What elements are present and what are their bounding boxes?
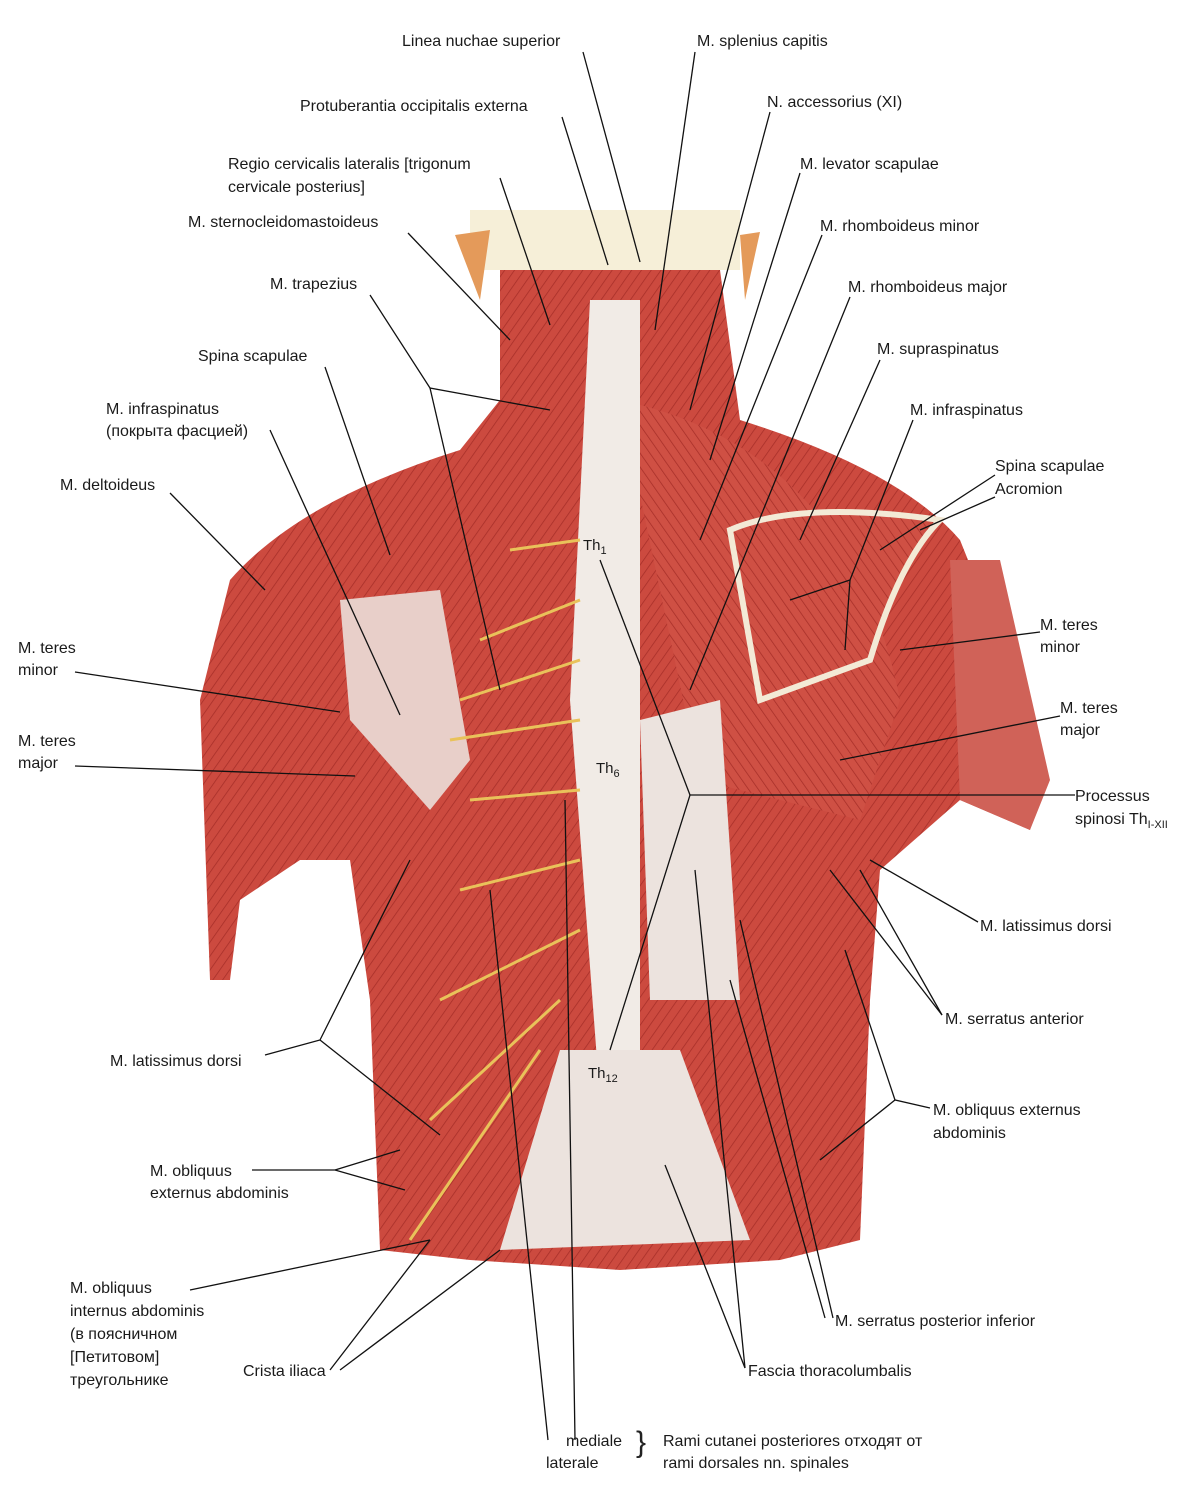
infraspinatus-fascia: [340, 590, 470, 810]
processus-sub: I-XII: [1147, 819, 1168, 832]
label-regio-cervicalis-2: cervicale posterius]: [228, 179, 365, 196]
label-obliquus-ext-left-2: externus abdominis: [150, 1185, 289, 1202]
label-trapezius: M. trapezius: [270, 276, 358, 293]
right-arm: [950, 560, 1050, 830]
processus-text: spinosi Th: [1075, 811, 1148, 828]
th12-sub: 12: [605, 1073, 618, 1085]
label-obliquus-int-5: треугольнике: [70, 1372, 169, 1389]
th6-text: Th: [596, 760, 614, 777]
fascia-thoracolumbalis: [500, 700, 750, 1250]
right-scapula-muscles: [726, 509, 947, 705]
label-teres-major-left-1: M. teres: [18, 733, 76, 750]
label-levator: M. levator scapulae: [800, 156, 939, 173]
label-regio-cervicalis-1: Regio cervicalis lateralis [trigonum: [228, 156, 471, 173]
vertebra-th1: Th1: [583, 537, 607, 557]
th12-text: Th: [588, 1065, 606, 1082]
label-accessorius: N. accessorius (XI): [767, 94, 903, 111]
label-obliquus-int-3: (в поясничном: [70, 1326, 178, 1343]
spine-fascia: [570, 300, 640, 1100]
label-sternocleidomastoideus: M. sternocleidomastoideus: [188, 214, 379, 231]
label-latissimus-right: M. latissimus dorsi: [980, 918, 1112, 935]
label-acromion: Acromion: [995, 481, 1063, 498]
label-obliquus-int-1: M. obliquus: [70, 1280, 152, 1297]
vertebra-th6: Th6: [596, 760, 620, 780]
leader-lines: [74, 51, 1075, 1441]
label-serratus-posterior: M. serratus posterior inferior: [835, 1313, 1036, 1330]
label-teres-major-right-1: M. teres: [1060, 700, 1118, 717]
label-rhomboideus-minor: M. rhomboideus minor: [820, 218, 980, 235]
label-spina-scapulae-right: Spina scapulae: [995, 458, 1105, 475]
label-infraspinatus-right: M. infraspinatus: [910, 402, 1023, 419]
label-linea-nuchae: Linea nuchae superior: [402, 33, 561, 50]
cutaneous-nerves: [408, 538, 581, 1241]
label-laterale: laterale: [546, 1455, 599, 1472]
label-teres-major-left-2: major: [18, 755, 59, 772]
label-obliquus-right-2: abdominis: [933, 1125, 1006, 1142]
label-splenius: M. splenius capitis: [697, 33, 828, 50]
label-mediale: mediale: [566, 1433, 623, 1450]
label-teres-minor-left-2: minor: [18, 662, 59, 679]
label-infraspinatus-left-2: (покрыта фасцией): [106, 423, 249, 440]
th1-sub: 1: [600, 545, 607, 557]
label-rhomboideus-major: M. rhomboideus major: [848, 279, 1008, 296]
label-deltoideus: M. deltoideus: [60, 477, 156, 494]
label-fascia-thoracolumbalis: Fascia thoracolumbalis: [748, 1363, 912, 1380]
th6-sub: 6: [613, 768, 620, 780]
label-obliquus-int-2: internus abdominis: [70, 1303, 205, 1320]
label-teres-minor-right-2: minor: [1040, 639, 1081, 656]
label-latissimus-left: M. latissimus dorsi: [110, 1053, 242, 1070]
label-obliquus-right-1: M. obliquus externus: [933, 1102, 1081, 1119]
label-processus-2: spinosi ThI-XII: [1075, 809, 1168, 836]
vertebra-th12: Th12: [588, 1065, 618, 1085]
label-infraspinatus-left-1: M. infraspinatus: [106, 401, 219, 418]
th1-text: Th: [583, 537, 601, 554]
label-supraspinatus: M. supraspinatus: [877, 341, 999, 358]
label-rami-2: rami dorsales nn. spinales: [663, 1455, 849, 1472]
label-protuberantia: Protuberantia occipitalis externa: [300, 98, 528, 115]
ears: [455, 230, 760, 300]
head-base: [470, 210, 740, 270]
label-crista-iliaca: Crista iliaca: [243, 1363, 326, 1380]
label-serratus-anterior: M. serratus anterior: [945, 1011, 1084, 1028]
label-teres-minor-left-1: M. teres: [18, 640, 76, 657]
label-processus-1: Processus: [1075, 788, 1150, 805]
brace-icon: }: [636, 1426, 647, 1459]
label-spina-scapulae-left: Spina scapulae: [198, 348, 308, 365]
label-obliquus-ext-left-1: M. obliquus: [150, 1163, 232, 1180]
label-rami-1: Rami cutanei posteriores отходят от: [663, 1433, 923, 1450]
label-teres-major-right-2: major: [1060, 722, 1101, 739]
label-obliquus-int-4: [Петитовом]: [70, 1349, 160, 1366]
label-teres-minor-right-1: M. teres: [1040, 617, 1098, 634]
